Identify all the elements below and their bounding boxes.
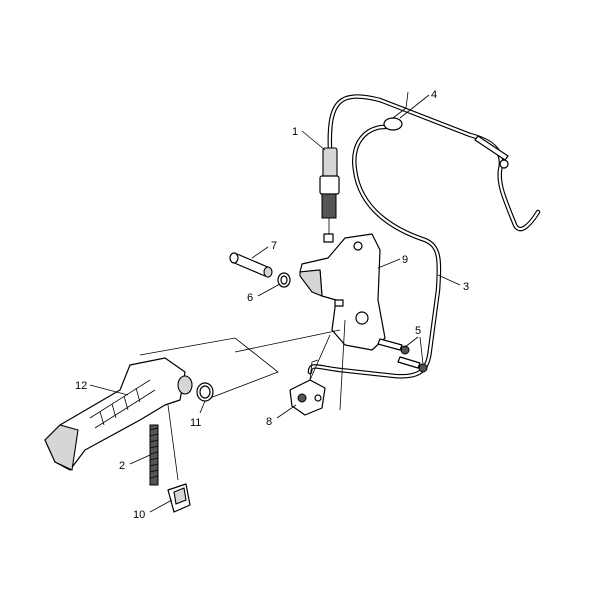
cable-1: [319, 94, 541, 243]
callout-3: 3: [463, 281, 469, 293]
callout-1: 1: [292, 126, 298, 138]
callout-10: 10: [133, 509, 145, 521]
callout-4: 4: [431, 89, 437, 101]
spring-2: [149, 404, 179, 486]
callout-12: 12: [75, 380, 87, 392]
callout-6: 6: [247, 292, 253, 304]
screws-5: [377, 338, 428, 373]
clip-4: [383, 91, 409, 131]
alignment-lines: [139, 319, 346, 411]
bracket-9: [299, 233, 386, 351]
callout-2: 2: [119, 460, 125, 472]
cable-3: [307, 124, 442, 379]
pedal-12: [44, 357, 193, 471]
callout-8: 8: [266, 416, 272, 428]
callout-11: 11: [190, 417, 201, 429]
callout-7: 7: [271, 240, 277, 252]
leader-lines: [89, 94, 461, 513]
callout-9: 9: [402, 254, 408, 266]
pin-7: [229, 252, 273, 278]
callout-5: 5: [415, 325, 421, 337]
clip-10: [167, 483, 191, 513]
